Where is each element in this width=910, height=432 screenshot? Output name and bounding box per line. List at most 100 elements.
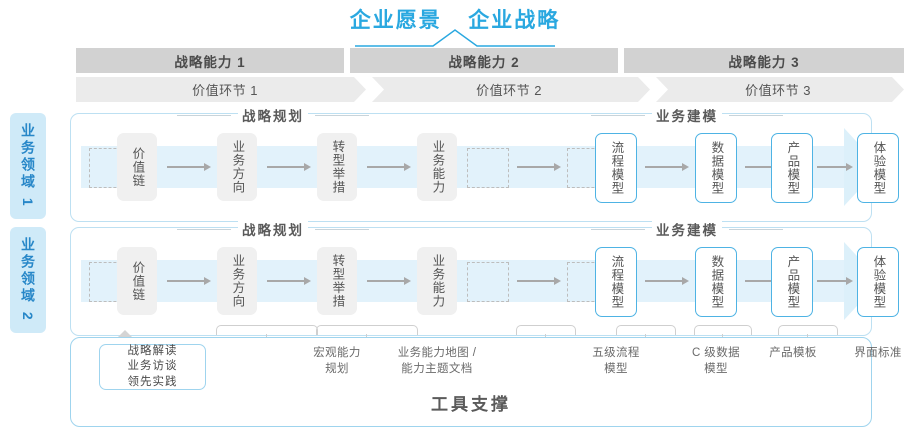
bracket-product-template <box>694 325 752 335</box>
arrow-icon <box>167 163 211 171</box>
value-chain-arrow-3[interactable]: 价值环节 3 <box>644 77 904 102</box>
node-transformation-measures[interactable]: 转型举措 <box>317 247 357 315</box>
arrow-icon <box>817 163 853 171</box>
placeholder-box-mid <box>467 148 509 188</box>
arrow-icon <box>267 163 311 171</box>
tool-label-text: 宏观能力规划 <box>313 347 361 375</box>
value-chain-arrow-2[interactable]: 价值环节 2 <box>360 77 650 102</box>
bracket-ui-standard <box>778 325 838 335</box>
section-rule-right <box>315 114 369 116</box>
capability-bar-2[interactable]: 战略能力 2 <box>350 48 618 73</box>
node-label: 数据模型 <box>709 141 724 195</box>
arrow-icon <box>645 163 689 171</box>
arrow-icon <box>167 277 211 285</box>
tool-box-line-3: 领先实践 <box>127 375 178 388</box>
node-label: 价值链 <box>130 146 145 188</box>
value-chain-label-2: 价值环节 2 <box>476 83 542 98</box>
node-business-capability[interactable]: 业务能力 <box>417 247 457 315</box>
node-data-model[interactable]: 数据模型 <box>695 133 737 203</box>
node-business-capability[interactable]: 业务能力 <box>417 133 457 201</box>
section-header-planning-2: 战略规划 <box>177 219 369 239</box>
section-title-planning: 战略规划 <box>238 219 308 239</box>
node-process-model[interactable]: 流程模型 <box>595 133 637 203</box>
section-rule-right <box>729 114 783 116</box>
node-label: 体验模型 <box>871 141 886 195</box>
node-experience-model[interactable]: 体验模型 <box>857 133 899 203</box>
node-label: 数据模型 <box>709 255 724 309</box>
section-rule-left <box>177 228 231 230</box>
node-transformation-measures[interactable]: 转型举措 <box>317 133 357 201</box>
node-label: 转型举措 <box>330 254 345 308</box>
node-value-chain[interactable]: 价值链 <box>117 247 157 315</box>
section-rule-right <box>729 228 783 230</box>
domain-row-1: 战略规划 业务建模 价值链 业务方向 转型举措 业务能力 流程模型 数据模型 产… <box>70 105 899 222</box>
arrow-icon <box>367 277 411 285</box>
arrow-icon <box>367 163 411 171</box>
node-process-model[interactable]: 流程模型 <box>595 247 637 317</box>
bracket-process-model <box>516 325 576 335</box>
title-connector-line <box>355 29 555 47</box>
capability-bar-1[interactable]: 战略能力 1 <box>76 48 344 73</box>
arrow-icon <box>267 277 311 285</box>
section-rule-left <box>591 228 645 230</box>
tool-box-lines: 战略解读 业务访谈 领先实践 <box>128 344 178 390</box>
tool-label-text: C 级数据模型 <box>692 347 740 375</box>
tool-label-process-model: 五级流程模型 <box>546 346 686 377</box>
sidebar-item-domain-1[interactable]: 业务领域 1 <box>10 113 46 219</box>
domain-label-2: 业务领域 2 <box>20 237 36 323</box>
node-label: 业务方向 <box>230 254 245 308</box>
tool-label-macro-capability: 宏观能力规划 <box>267 346 407 377</box>
node-label: 流程模型 <box>609 255 624 309</box>
node-label: 转型举措 <box>330 140 345 194</box>
section-title-modeling: 业务建模 <box>652 219 722 239</box>
tool-label-text: 业务能力地图 /能力主题文档 <box>397 347 477 375</box>
tool-label-product-template: 产品模板 <box>723 346 863 362</box>
section-header-modeling-1: 业务建模 <box>591 105 783 125</box>
tool-label-ui-standard: 界面标准 <box>808 346 910 362</box>
section-title-planning: 战略规划 <box>238 105 308 125</box>
arrow-icon <box>645 277 689 285</box>
diagram-title: 企业愿景 企业战略 <box>0 4 910 34</box>
title-enterprise-strategy: 企业战略 <box>468 9 561 32</box>
node-label: 体验模型 <box>871 255 886 309</box>
bracket-capability-map <box>316 325 418 335</box>
domain-label-1: 业务领域 1 <box>20 123 36 209</box>
tool-support-container: 战略解读 业务访谈 领先实践 宏观能力规划 业务能力地图 /能力主题文档 五级流… <box>70 337 901 427</box>
node-product-model[interactable]: 产品模型 <box>771 247 813 317</box>
title-enterprise-vision: 企业愿景 <box>349 9 442 32</box>
section-rule-left <box>591 114 645 116</box>
value-chain-arrow-1[interactable]: 价值环节 1 <box>76 77 366 102</box>
tool-label-text: 界面标准 <box>854 347 902 359</box>
value-chain-label-1: 价值环节 1 <box>192 83 258 98</box>
tool-support-title: 工具支撑 <box>431 395 511 414</box>
section-rule-right <box>315 228 369 230</box>
node-business-direction[interactable]: 业务方向 <box>217 247 257 315</box>
tool-label-capability-map: 业务能力地图 /能力主题文档 <box>367 346 507 377</box>
tool-box-line-1: 战略解读 <box>127 344 178 357</box>
tool-label-text: 产品模板 <box>769 347 817 359</box>
node-label: 价值链 <box>130 260 145 302</box>
section-rule-left <box>177 114 231 116</box>
node-data-model[interactable]: 数据模型 <box>695 247 737 317</box>
section-title-modeling: 业务建模 <box>652 105 722 125</box>
bracket-data-model <box>616 325 676 335</box>
node-label: 产品模型 <box>785 255 800 309</box>
node-label: 产品模型 <box>785 141 800 195</box>
capability-bar-3[interactable]: 战略能力 3 <box>624 48 904 73</box>
bracket-macro-capability <box>216 325 318 335</box>
node-value-chain[interactable]: 价值链 <box>117 133 157 201</box>
node-label: 业务能力 <box>430 254 445 308</box>
node-label: 业务能力 <box>430 140 445 194</box>
node-label: 业务方向 <box>230 140 245 194</box>
sidebar-item-domain-2[interactable]: 业务领域 2 <box>10 227 46 333</box>
section-header-planning-1: 战略规划 <box>177 105 369 125</box>
arrow-icon <box>517 163 561 171</box>
node-label: 流程模型 <box>609 141 624 195</box>
tool-box-strategy-interpretation[interactable]: 战略解读 业务访谈 领先实践 <box>99 344 206 390</box>
node-experience-model[interactable]: 体验模型 <box>857 247 899 317</box>
node-product-model[interactable]: 产品模型 <box>771 133 813 203</box>
placeholder-box-mid <box>467 262 509 302</box>
node-business-direction[interactable]: 业务方向 <box>217 133 257 201</box>
arrow-icon <box>817 277 853 285</box>
